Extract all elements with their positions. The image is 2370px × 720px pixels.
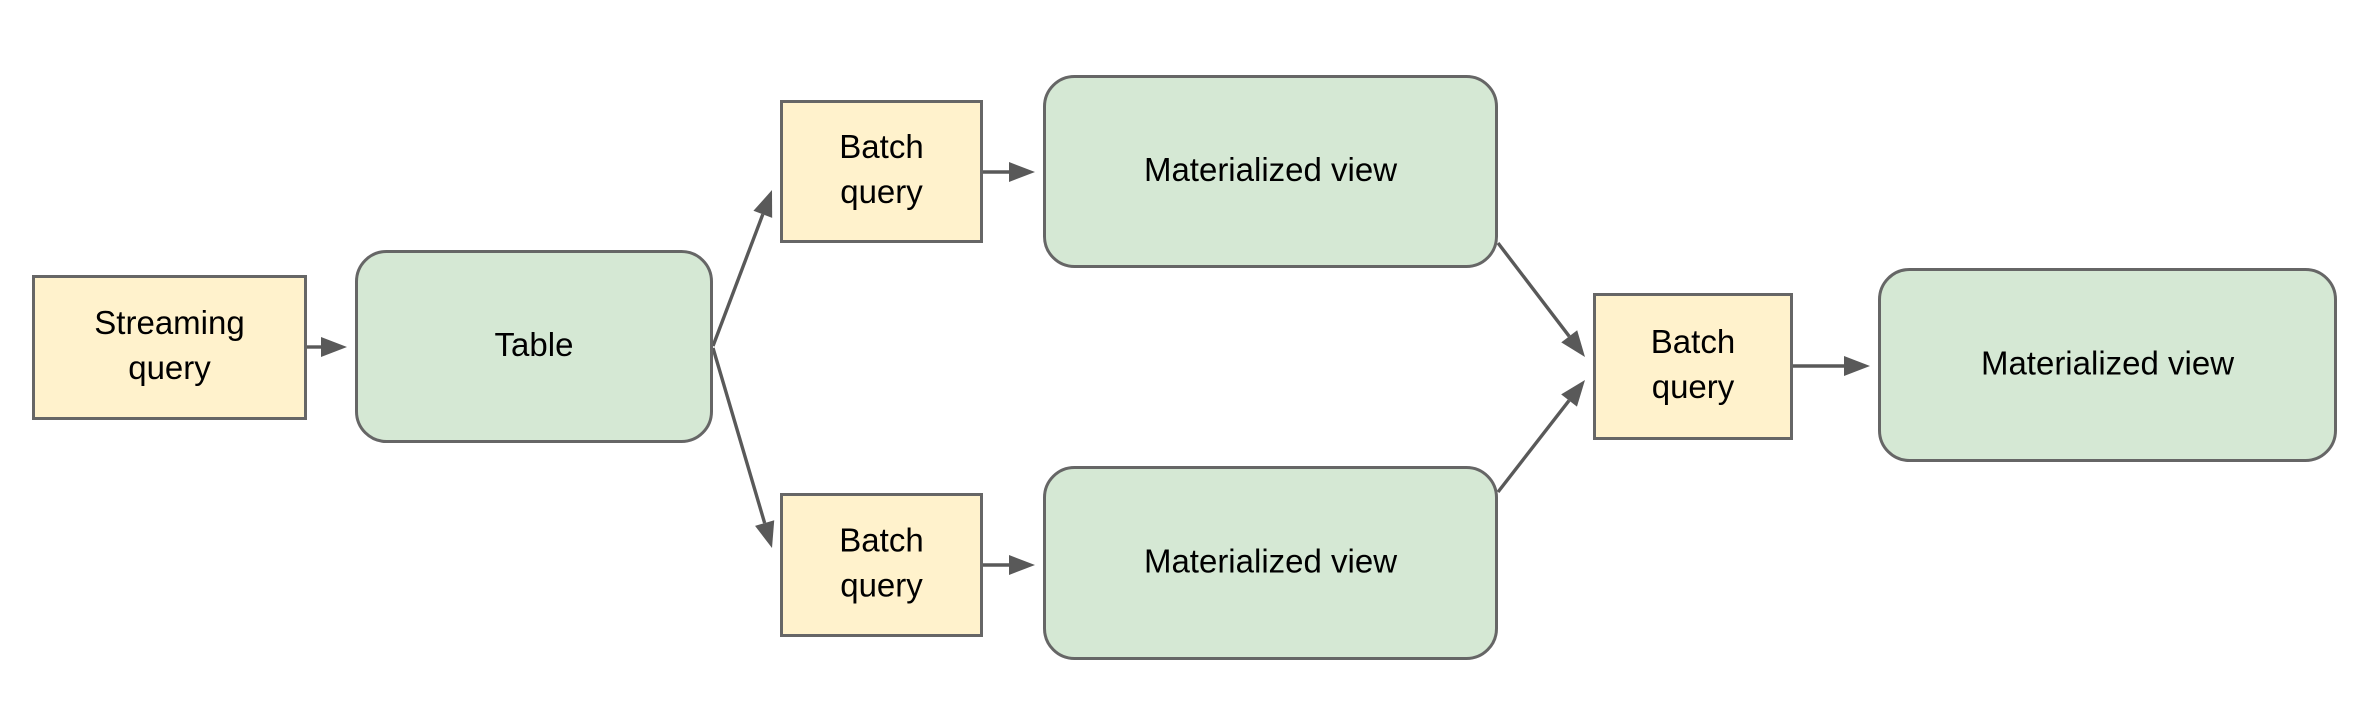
edge-line xyxy=(1496,399,1571,494)
edge-table-to-batch-query-bottom xyxy=(711,347,775,548)
node-table[interactable]: Table xyxy=(355,250,713,443)
node-streaming-query[interactable]: Streaming query xyxy=(32,275,307,420)
node-label-line1: Batch xyxy=(839,128,923,165)
arrow-head-icon xyxy=(1844,356,1870,376)
arrow-head-icon xyxy=(321,337,347,357)
node-label-line1: Table xyxy=(495,326,574,363)
node-batch-query-join[interactable]: Batch query xyxy=(1593,293,1793,440)
node-batch-query-bottom[interactable]: Batch query xyxy=(780,493,983,637)
node-shape-batch-query-top[interactable] xyxy=(780,100,983,243)
arrow-head-icon xyxy=(755,520,775,548)
node-label-line1: Materialized view xyxy=(1144,151,1397,188)
node-batch-query-top[interactable]: Batch query xyxy=(780,100,983,243)
arrow-head-icon xyxy=(1561,330,1585,357)
node-label-line2: query xyxy=(1652,368,1735,405)
node-shape-table[interactable] xyxy=(355,250,713,443)
edge-table-to-batch-query-top xyxy=(711,190,773,347)
node-label-line1: Batch xyxy=(839,522,923,559)
node-label-line2: query xyxy=(840,567,923,604)
edge-line xyxy=(711,213,765,347)
arrow-head-icon xyxy=(1561,380,1585,407)
arrow-head-icon xyxy=(1009,555,1035,575)
edge-line xyxy=(1496,241,1571,338)
node-materialized-view-top[interactable]: Materialized view xyxy=(1043,75,1498,268)
node-layer: StreamingqueryTableBatchqueryMaterialize… xyxy=(32,75,2337,660)
node-label-line1: Batch xyxy=(1651,323,1735,360)
node-shape-batch-query-bottom[interactable] xyxy=(780,493,983,637)
edge-batch-query-bottom-to-view-bottom xyxy=(983,555,1035,575)
node-materialized-view-bottom[interactable]: Materialized view xyxy=(1043,466,1498,660)
node-shape-materialized-view-bottom[interactable] xyxy=(1043,466,1498,660)
arrow-head-icon xyxy=(1009,162,1035,182)
node-materialized-view-final[interactable]: Materialized view xyxy=(1878,268,2337,462)
edge-batch-query-join-to-view-final xyxy=(1793,356,1870,376)
arrow-head-icon xyxy=(753,190,773,218)
edge-view-bottom-to-batch-query-join xyxy=(1496,380,1585,494)
edge-streaming-query-to-table xyxy=(307,337,347,357)
node-shape-batch-query-join[interactable] xyxy=(1593,293,1793,440)
edge-layer xyxy=(307,162,1870,575)
node-label-line2: query xyxy=(840,173,923,210)
node-shape-streaming-query[interactable] xyxy=(32,275,307,420)
node-label-line1: Materialized view xyxy=(1144,543,1397,580)
edge-line xyxy=(711,347,767,524)
node-shape-materialized-view-final[interactable] xyxy=(1878,268,2337,462)
node-label-line1: Streaming xyxy=(94,304,244,341)
node-label-line2: query xyxy=(128,349,211,386)
node-label-line1: Materialized view xyxy=(1981,345,2234,382)
node-shape-materialized-view-top[interactable] xyxy=(1043,75,1498,268)
edge-batch-query-top-to-view-top xyxy=(983,162,1035,182)
edge-view-top-to-batch-query-join xyxy=(1496,241,1585,357)
